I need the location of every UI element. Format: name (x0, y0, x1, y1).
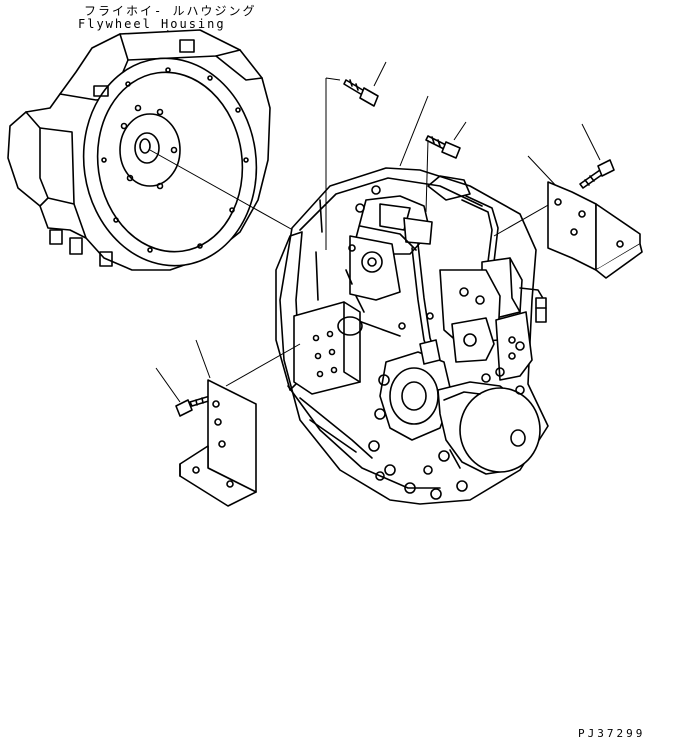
bracket-left-leader-line (195, 339, 211, 379)
right-mounting-bracket (547, 181, 643, 279)
flywheel-housing-label-japanese: フライホイ- ルハウジング (84, 4, 257, 18)
mounting-bolt-left (155, 367, 213, 417)
bolt-center-leader-line (425, 139, 429, 213)
flywheel-housing (7, 29, 271, 271)
drawing-code: PJ37299 (578, 727, 646, 740)
housing-alignment-line (149, 149, 301, 235)
bracket-left-alignment-line (225, 343, 301, 387)
transmission-leader-line (399, 95, 429, 167)
left-mounting-bracket (179, 379, 257, 507)
bolt-upper-leader-connector (325, 77, 341, 81)
flywheel-housing-label-english: Flywheel Housing (78, 17, 226, 31)
output-flange (437, 381, 541, 475)
mounting-bolt-upper (343, 61, 387, 107)
housing-bolt-holes (101, 67, 249, 253)
mounting-bolt-center (425, 121, 467, 159)
transmission-assembly (275, 167, 549, 505)
mounting-bolt-right (579, 123, 615, 189)
transmission-bolt-heads (348, 185, 525, 500)
